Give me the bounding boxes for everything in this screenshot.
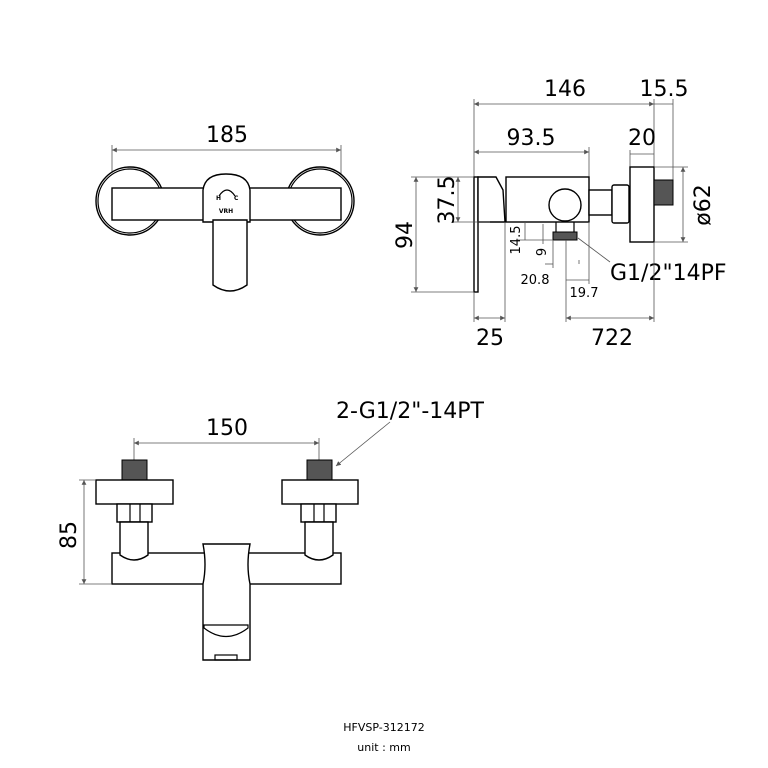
bottom-height-label: 85	[57, 521, 82, 549]
plate-thickness-label: 25	[476, 326, 504, 351]
outlet-offset-a-label: 14.5	[509, 226, 524, 255]
outlet-pos-a-label: 20.8	[521, 273, 550, 288]
flange-thickness-label: 20	[628, 126, 656, 151]
outlet-to-wall-label: 722	[591, 326, 633, 351]
handle-lever	[212, 219, 248, 292]
side-view: 146 15.5 93.5 20 94 37.5 ø62 14.5 9	[393, 77, 727, 351]
thread-length-label: 15.5	[640, 77, 689, 102]
handle-side	[477, 176, 506, 223]
left-inlet-thread	[121, 459, 148, 481]
flange-diameter-label: ø62	[691, 184, 716, 225]
right-flange	[281, 479, 359, 505]
outlet-thread-label: G1/2"14PF	[610, 261, 727, 286]
right-inlet-thread	[306, 459, 333, 481]
unit-label: unit : mm	[357, 741, 410, 754]
height-dim-label: 94	[393, 221, 418, 249]
wall-flange-side	[629, 166, 655, 243]
depth-dim-label: 146	[544, 77, 586, 102]
cold-label: C	[234, 195, 239, 202]
bottom-view: 150 2-G1/2"-14PT 85	[57, 399, 485, 661]
diverter-knob	[548, 188, 582, 222]
right-eccentric	[304, 521, 334, 561]
inlet-thread-label: 2-G1/2"-14PT	[336, 399, 485, 424]
width-dim-label: 185	[206, 123, 248, 148]
body-depth-label: 93.5	[507, 126, 556, 151]
wall-plate	[473, 176, 479, 293]
model-number: HFVSP-312172	[343, 721, 424, 734]
outlet-offset-b-label: 9	[535, 248, 550, 256]
handle-cap	[202, 173, 251, 223]
brand-logo: VRH	[219, 208, 233, 215]
spout	[202, 543, 251, 661]
outlet-pos-b-label: 19.7	[570, 286, 599, 301]
left-eccentric	[119, 521, 149, 561]
front-view: 185 H C VRH	[95, 123, 355, 292]
hex-nut	[611, 184, 630, 224]
inlet-thread	[653, 179, 674, 206]
hot-label: H	[216, 195, 221, 202]
inlet-spacing-label: 150	[206, 416, 248, 441]
body-height-label: 37.5	[435, 176, 460, 225]
left-flange	[95, 479, 174, 505]
outlet-thread	[552, 231, 578, 241]
